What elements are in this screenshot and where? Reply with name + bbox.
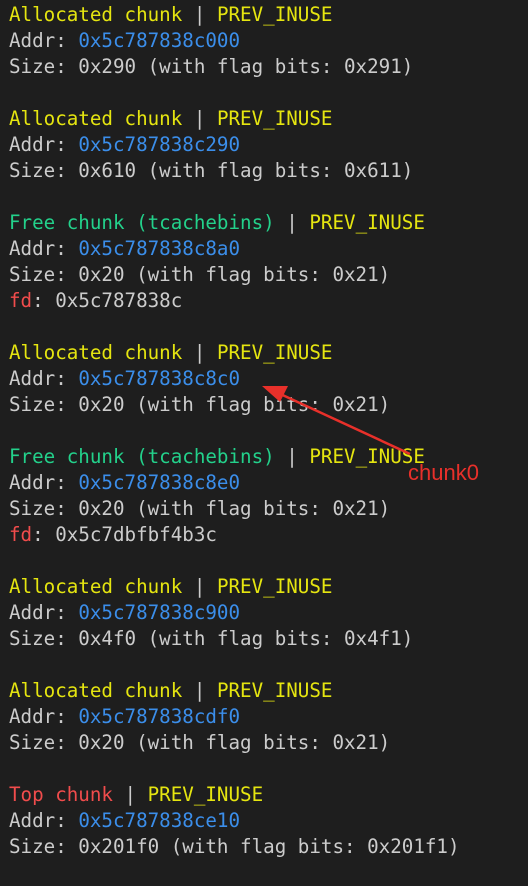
separator: | (182, 679, 217, 702)
addr-label: Addr: (9, 29, 79, 52)
annotation-label: chunk0 (408, 460, 479, 485)
addr-line: Addr: 0x5c787838c000 (9, 28, 528, 54)
separator: | (274, 445, 310, 468)
chunk-flag: PREV_INUSE (216, 575, 333, 598)
chunk-header: Top chunk | PREV_INUSE (9, 782, 528, 808)
chunk-header: Allocated chunk | PREV_INUSE (9, 678, 528, 704)
separator: | (182, 3, 217, 26)
chunk-flag: PREV_INUSE (216, 679, 333, 702)
size-line: Size: 0x20 (with flag bits: 0x21) (9, 263, 391, 286)
chunk-type: Allocated chunk (9, 679, 183, 702)
addr-value: 0x5c787838cdf0 (78, 705, 241, 728)
chunk-type: Allocated chunk (9, 107, 183, 130)
chunk-header: Allocated chunk | PREV_INUSE (9, 106, 528, 132)
chunk-header: Allocated chunk | PREV_INUSE (9, 574, 528, 600)
addr-label: Addr: (9, 705, 79, 728)
addr-line: Addr: 0x5c787838c8c0 (9, 366, 528, 392)
addr-value: 0x5c787838c900 (78, 601, 241, 624)
heap-chunk: Allocated chunk | PREV_INUSE Addr: 0x5c7… (9, 340, 528, 418)
chunk-flag: PREV_INUSE (309, 211, 425, 234)
separator: | (274, 211, 310, 234)
fd-label: fd (9, 523, 33, 546)
separator: | (182, 341, 217, 364)
addr-value: 0x5c787838c8e0 (78, 471, 241, 494)
chunk-type: Allocated chunk (9, 341, 183, 364)
addr-value: 0x5c787838c290 (78, 133, 241, 156)
addr-label: Addr: (9, 367, 79, 390)
addr-line: Addr: 0x5c787838ce10 (9, 808, 528, 834)
addr-value: 0x5c787838c8a0 (78, 237, 241, 260)
terminal-output: Allocated chunk | PREV_INUSE Addr: 0x5c7… (9, 2, 528, 886)
addr-line: Addr: 0x5c787838c900 (9, 600, 528, 626)
addr-line: Addr: 0x5c787838cdf0 (9, 704, 528, 730)
separator: | (112, 783, 148, 806)
size-line: Size: 0x610 (with flag bits: 0x611) (9, 159, 414, 182)
heap-chunk: Allocated chunk | PREV_INUSE Addr: 0x5c7… (9, 678, 528, 756)
chunk-flag: PREV_INUSE (216, 107, 333, 130)
size-line: Size: 0x290 (with flag bits: 0x291) (9, 55, 414, 78)
addr-label: Addr: (9, 471, 79, 494)
addr-label: Addr: (9, 133, 79, 156)
separator: | (182, 575, 217, 598)
chunk-flag: PREV_INUSE (216, 3, 333, 26)
addr-label: Addr: (9, 809, 79, 832)
chunk-header: Free chunk (tcachebins) | PREV_INUSE (9, 210, 528, 236)
addr-label: Addr: (9, 601, 79, 624)
addr-line: Addr: 0x5c787838c8a0 (9, 236, 528, 262)
heap-chunk: Allocated chunk | PREV_INUSE Addr: 0x5c7… (9, 574, 528, 652)
addr-value: 0x5c787838c000 (78, 29, 241, 52)
size-line: Size: 0x4f0 (with flag bits: 0x4f1) (9, 627, 414, 650)
fd-line: fd: 0x5c787838c (9, 288, 528, 314)
addr-value: 0x5c787838c8c0 (78, 367, 241, 390)
chunk-type: Top chunk (9, 783, 113, 806)
size-line: Size: 0x201f0 (with flag bits: 0x201f1) (9, 835, 460, 858)
chunk-header: Allocated chunk | PREV_INUSE (9, 340, 528, 366)
separator: | (182, 107, 217, 130)
fd-label: fd (9, 289, 33, 312)
addr-line: Addr: 0x5c787838c8e0 (9, 470, 528, 496)
size-line: Size: 0x20 (with flag bits: 0x21) (9, 497, 391, 520)
heap-chunk: Top chunk | PREV_INUSE Addr: 0x5c787838c… (9, 782, 528, 860)
heap-chunk: Free chunk (tcachebins) | PREV_INUSE Add… (9, 444, 528, 548)
fd-value: : 0x5c7dbfbf4b3c (32, 523, 217, 546)
fd-line: fd: 0x5c7dbfbf4b3c (9, 522, 528, 548)
size-line: Size: 0x20 (with flag bits: 0x21) (9, 731, 391, 754)
addr-label: Addr: (9, 237, 79, 260)
heap-chunk: Allocated chunk | PREV_INUSE Addr: 0x5c7… (9, 2, 528, 80)
chunk-flag: PREV_INUSE (147, 783, 264, 806)
chunk-type: Allocated chunk (9, 575, 183, 598)
heap-chunk: Free chunk (tcachebins) | PREV_INUSE Add… (9, 210, 528, 314)
addr-line: Addr: 0x5c787838c290 (9, 132, 528, 158)
chunk-type: Free chunk (tcachebins) (9, 445, 275, 468)
fd-value: : 0x5c787838c (32, 289, 183, 312)
chunk-type: Free chunk (tcachebins) (9, 211, 275, 234)
chunk-header: Allocated chunk | PREV_INUSE (9, 2, 528, 28)
chunk-flag: PREV_INUSE (216, 341, 333, 364)
size-line: Size: 0x20 (with flag bits: 0x21) (9, 393, 391, 416)
heap-chunk: Allocated chunk | PREV_INUSE Addr: 0x5c7… (9, 106, 528, 184)
addr-value: 0x5c787838ce10 (78, 809, 241, 832)
chunk-type: Allocated chunk (9, 3, 183, 26)
